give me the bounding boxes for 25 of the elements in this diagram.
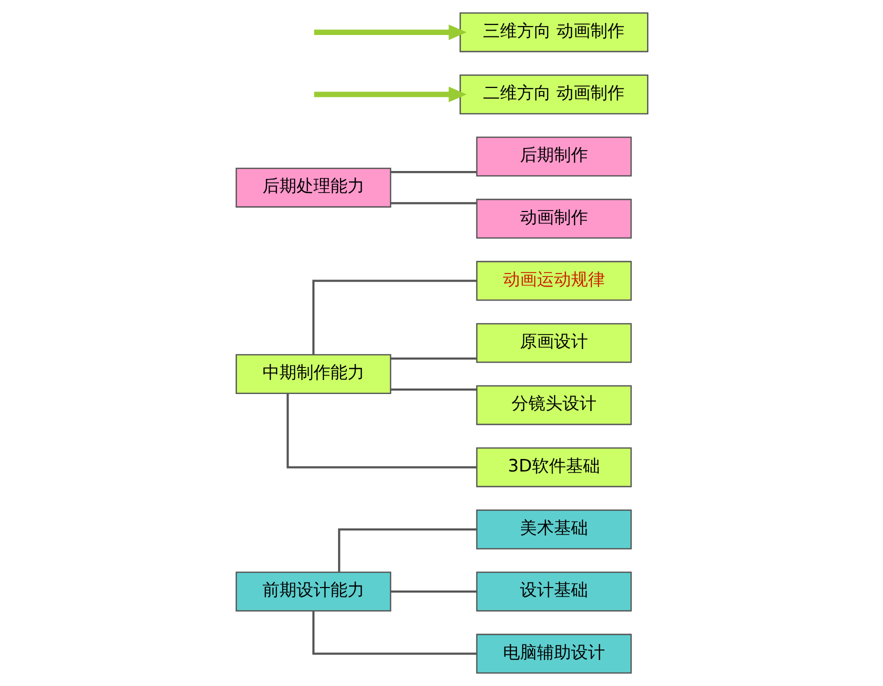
node-box: 电脑辅助设计: [476, 634, 632, 674]
node-box: 后期制作: [476, 136, 632, 176]
node-box: 美术基础: [476, 510, 632, 550]
node-box: 动画制作: [476, 198, 632, 239]
connector: [390, 590, 476, 593]
node-box: 前期设计能力: [235, 572, 391, 612]
node-box: 原画设计: [476, 323, 632, 363]
node-box: 三维方向 动画制作: [459, 12, 648, 52]
node-box: 3D软件基础: [476, 447, 632, 488]
node-box: 二维方向 动画制作: [459, 74, 648, 114]
node-box: 设计基础: [476, 572, 632, 612]
connector: [390, 388, 476, 391]
node-box: 动画运动规律: [476, 260, 632, 301]
connector: [338, 528, 476, 572]
node-box: 后期处理能力: [235, 168, 391, 208]
connector: [390, 357, 476, 360]
node-box: 中期制作能力: [235, 354, 391, 394]
connector: [312, 280, 476, 355]
connector: [312, 610, 476, 655]
connector: [286, 393, 476, 468]
connector: [390, 171, 476, 174]
node-box: 分镜头设计: [476, 385, 632, 426]
arrow: [314, 24, 466, 40]
arrow: [314, 86, 466, 102]
connector: [390, 202, 476, 204]
